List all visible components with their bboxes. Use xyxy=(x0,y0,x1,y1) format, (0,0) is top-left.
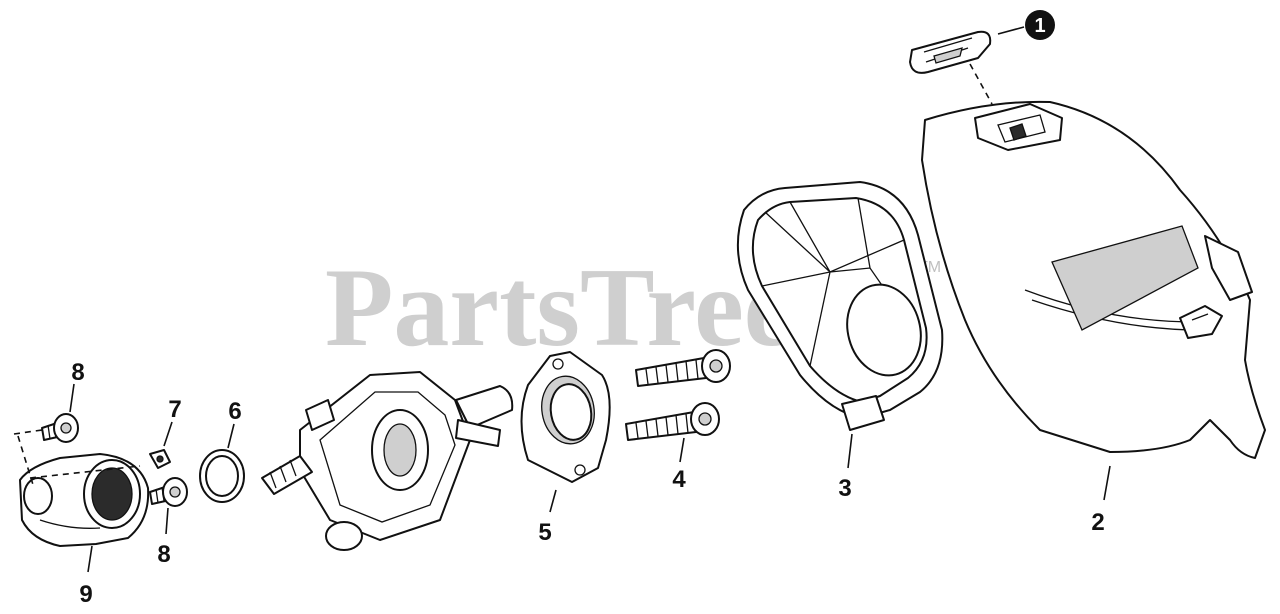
part-4-screw-upper xyxy=(635,349,731,387)
part-3-air-filter xyxy=(736,181,944,431)
part-1-latch xyxy=(909,30,993,105)
part-2-filter-cover xyxy=(921,100,1266,459)
part-7-nut xyxy=(149,449,171,469)
part-6-o-ring xyxy=(199,449,245,503)
part-5-flange xyxy=(520,351,611,483)
callout-8-bottom: 8 xyxy=(157,541,170,568)
part-8-screw-bottom xyxy=(149,477,188,507)
callout-9: 9 xyxy=(79,581,92,608)
callout-2: 2 xyxy=(1091,509,1104,536)
callout-badge-1 xyxy=(1025,10,1055,40)
callout-4: 4 xyxy=(672,466,686,493)
callout-8-top: 8 xyxy=(71,359,84,386)
callout-5: 5 xyxy=(538,519,551,546)
part-9-intake-elbow xyxy=(13,429,150,547)
callout-7: 7 xyxy=(168,396,181,423)
carburetor xyxy=(261,371,514,551)
part-8-screw-top xyxy=(41,413,79,443)
part-4-screw-lower xyxy=(625,402,720,441)
callout-1: 1 xyxy=(1034,15,1045,37)
part-4-screws xyxy=(625,349,731,441)
callout-6: 6 xyxy=(228,398,241,425)
callout-3: 3 xyxy=(838,475,851,502)
callouts: 1 2 3 4 5 6 7 8 8 9 xyxy=(69,10,1111,608)
